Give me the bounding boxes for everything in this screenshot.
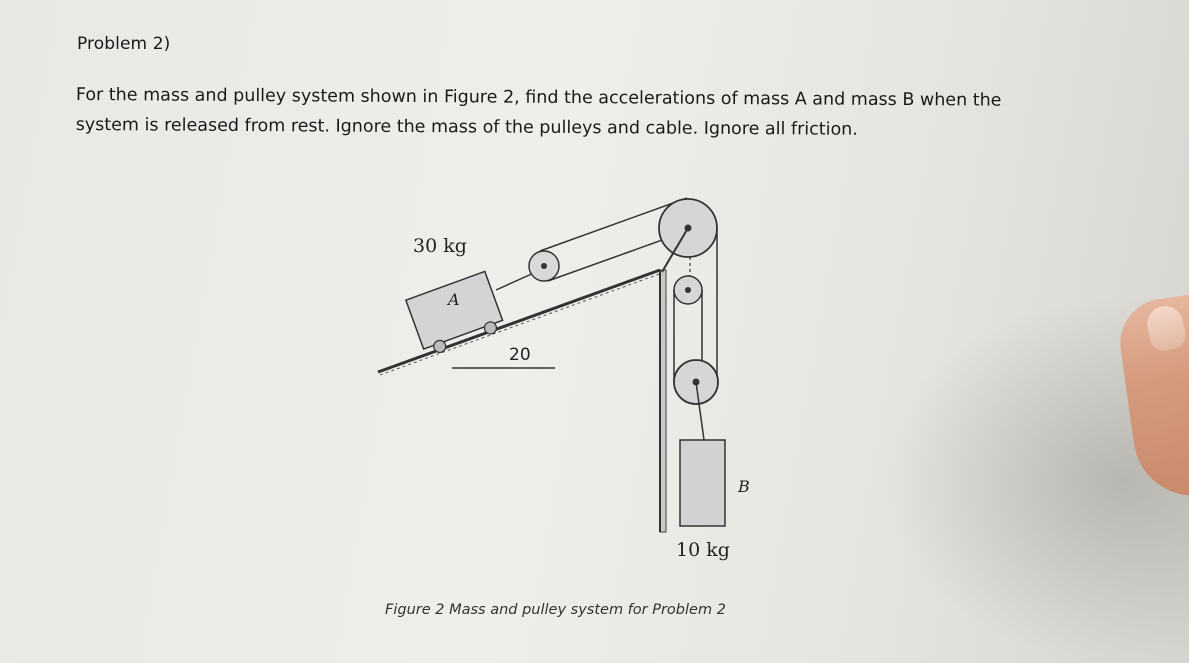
block-a	[404, 270, 504, 353]
problem-title: Problem 2)	[77, 34, 171, 54]
mass-a-value: 30 kg	[413, 235, 467, 257]
cable-a	[495, 271, 537, 291]
block-b	[679, 439, 726, 527]
top-pulley	[658, 198, 718, 273]
incline	[377, 268, 663, 376]
cable-upper	[539, 197, 688, 252]
mass-b-value: 10 kg	[676, 539, 730, 561]
angle-label: 20	[509, 345, 531, 365]
vertical-wall	[659, 269, 667, 533]
moving-pulley-a	[528, 250, 560, 282]
mass-a-label: A	[446, 290, 460, 309]
mass-b-label: B	[737, 477, 750, 496]
middle-pulley	[673, 275, 703, 305]
figure-caption: Figure 2 Mass and pulley system for Prob…	[385, 602, 726, 618]
lower-pulley	[673, 359, 719, 441]
